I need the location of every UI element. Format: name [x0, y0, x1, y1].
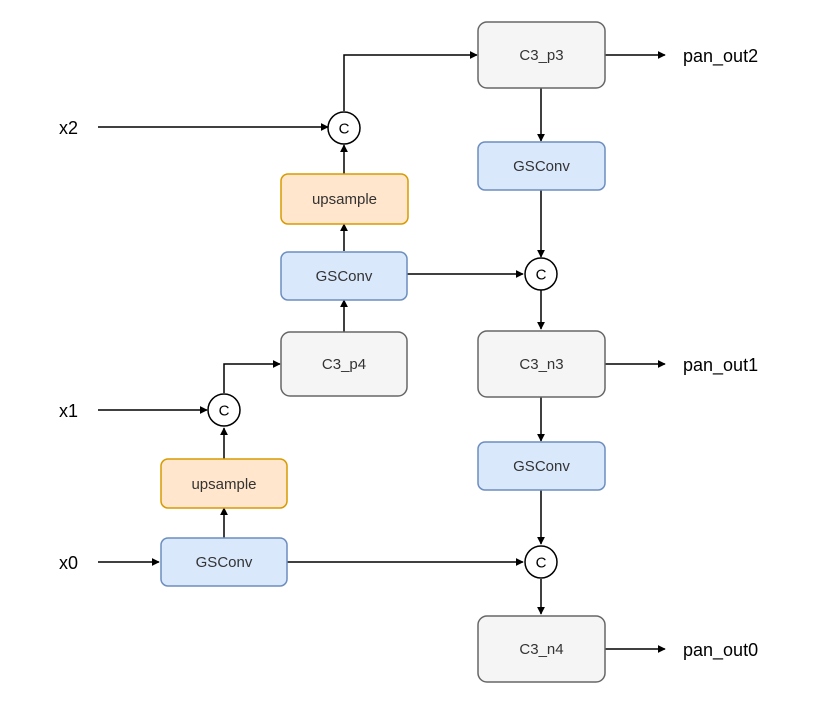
concat-top: C [327, 111, 361, 145]
upsample-top-block: upsample [280, 173, 409, 225]
output-pan-out2-label: pan_out2 [683, 46, 758, 67]
upsample-bottom-label: upsample [191, 476, 256, 493]
concat-right-bottom-label: C [536, 555, 547, 572]
gsconv-bottom-label: GSConv [196, 554, 253, 571]
gsconv-mid-block: GSConv [280, 251, 408, 301]
c3-n4-label: C3_n4 [519, 641, 563, 658]
gsconv-right-1-block: GSConv [477, 141, 606, 191]
gsconv-right-2-block: GSConv [477, 441, 606, 491]
input-x1-label: x1 [59, 401, 78, 421]
c3-p4-block: C3_p4 [280, 331, 408, 397]
input-x0-label: x0 [59, 553, 78, 573]
concat-left-label: C [219, 403, 230, 420]
output-pan-out1-label: pan_out1 [683, 355, 758, 376]
concat-right-mid: C [524, 257, 558, 291]
c3-n3-block: C3_n3 [477, 330, 606, 398]
concat-left: C [207, 393, 241, 427]
upsample-bottom-block: upsample [160, 458, 288, 509]
edge-concat-top-to-c3-p3 [343, 51, 478, 111]
edge-concat-left-to-c3-p4 [223, 360, 281, 393]
concat-right-bottom: C [524, 545, 558, 579]
upsample-top-label: upsample [312, 191, 377, 208]
gsconv-bottom-block: GSConv [160, 537, 288, 587]
input-x2-label: x2 [59, 118, 78, 138]
concat-right-mid-label: C [536, 267, 547, 284]
c3-p3-block: C3_p3 [477, 21, 606, 89]
c3-n4-block: C3_n4 [477, 615, 606, 683]
c3-p3-label: C3_p3 [519, 47, 563, 64]
c3-p4-label: C3_p4 [322, 356, 366, 373]
gsconv-right-1-label: GSConv [513, 158, 570, 175]
gsconv-mid-label: GSConv [316, 268, 373, 285]
gsconv-right-2-label: GSConv [513, 458, 570, 475]
concat-top-label: C [339, 121, 350, 138]
output-pan-out0-label: pan_out0 [683, 640, 758, 661]
edges [98, 51, 666, 653]
c3-n3-label: C3_n3 [519, 356, 563, 373]
